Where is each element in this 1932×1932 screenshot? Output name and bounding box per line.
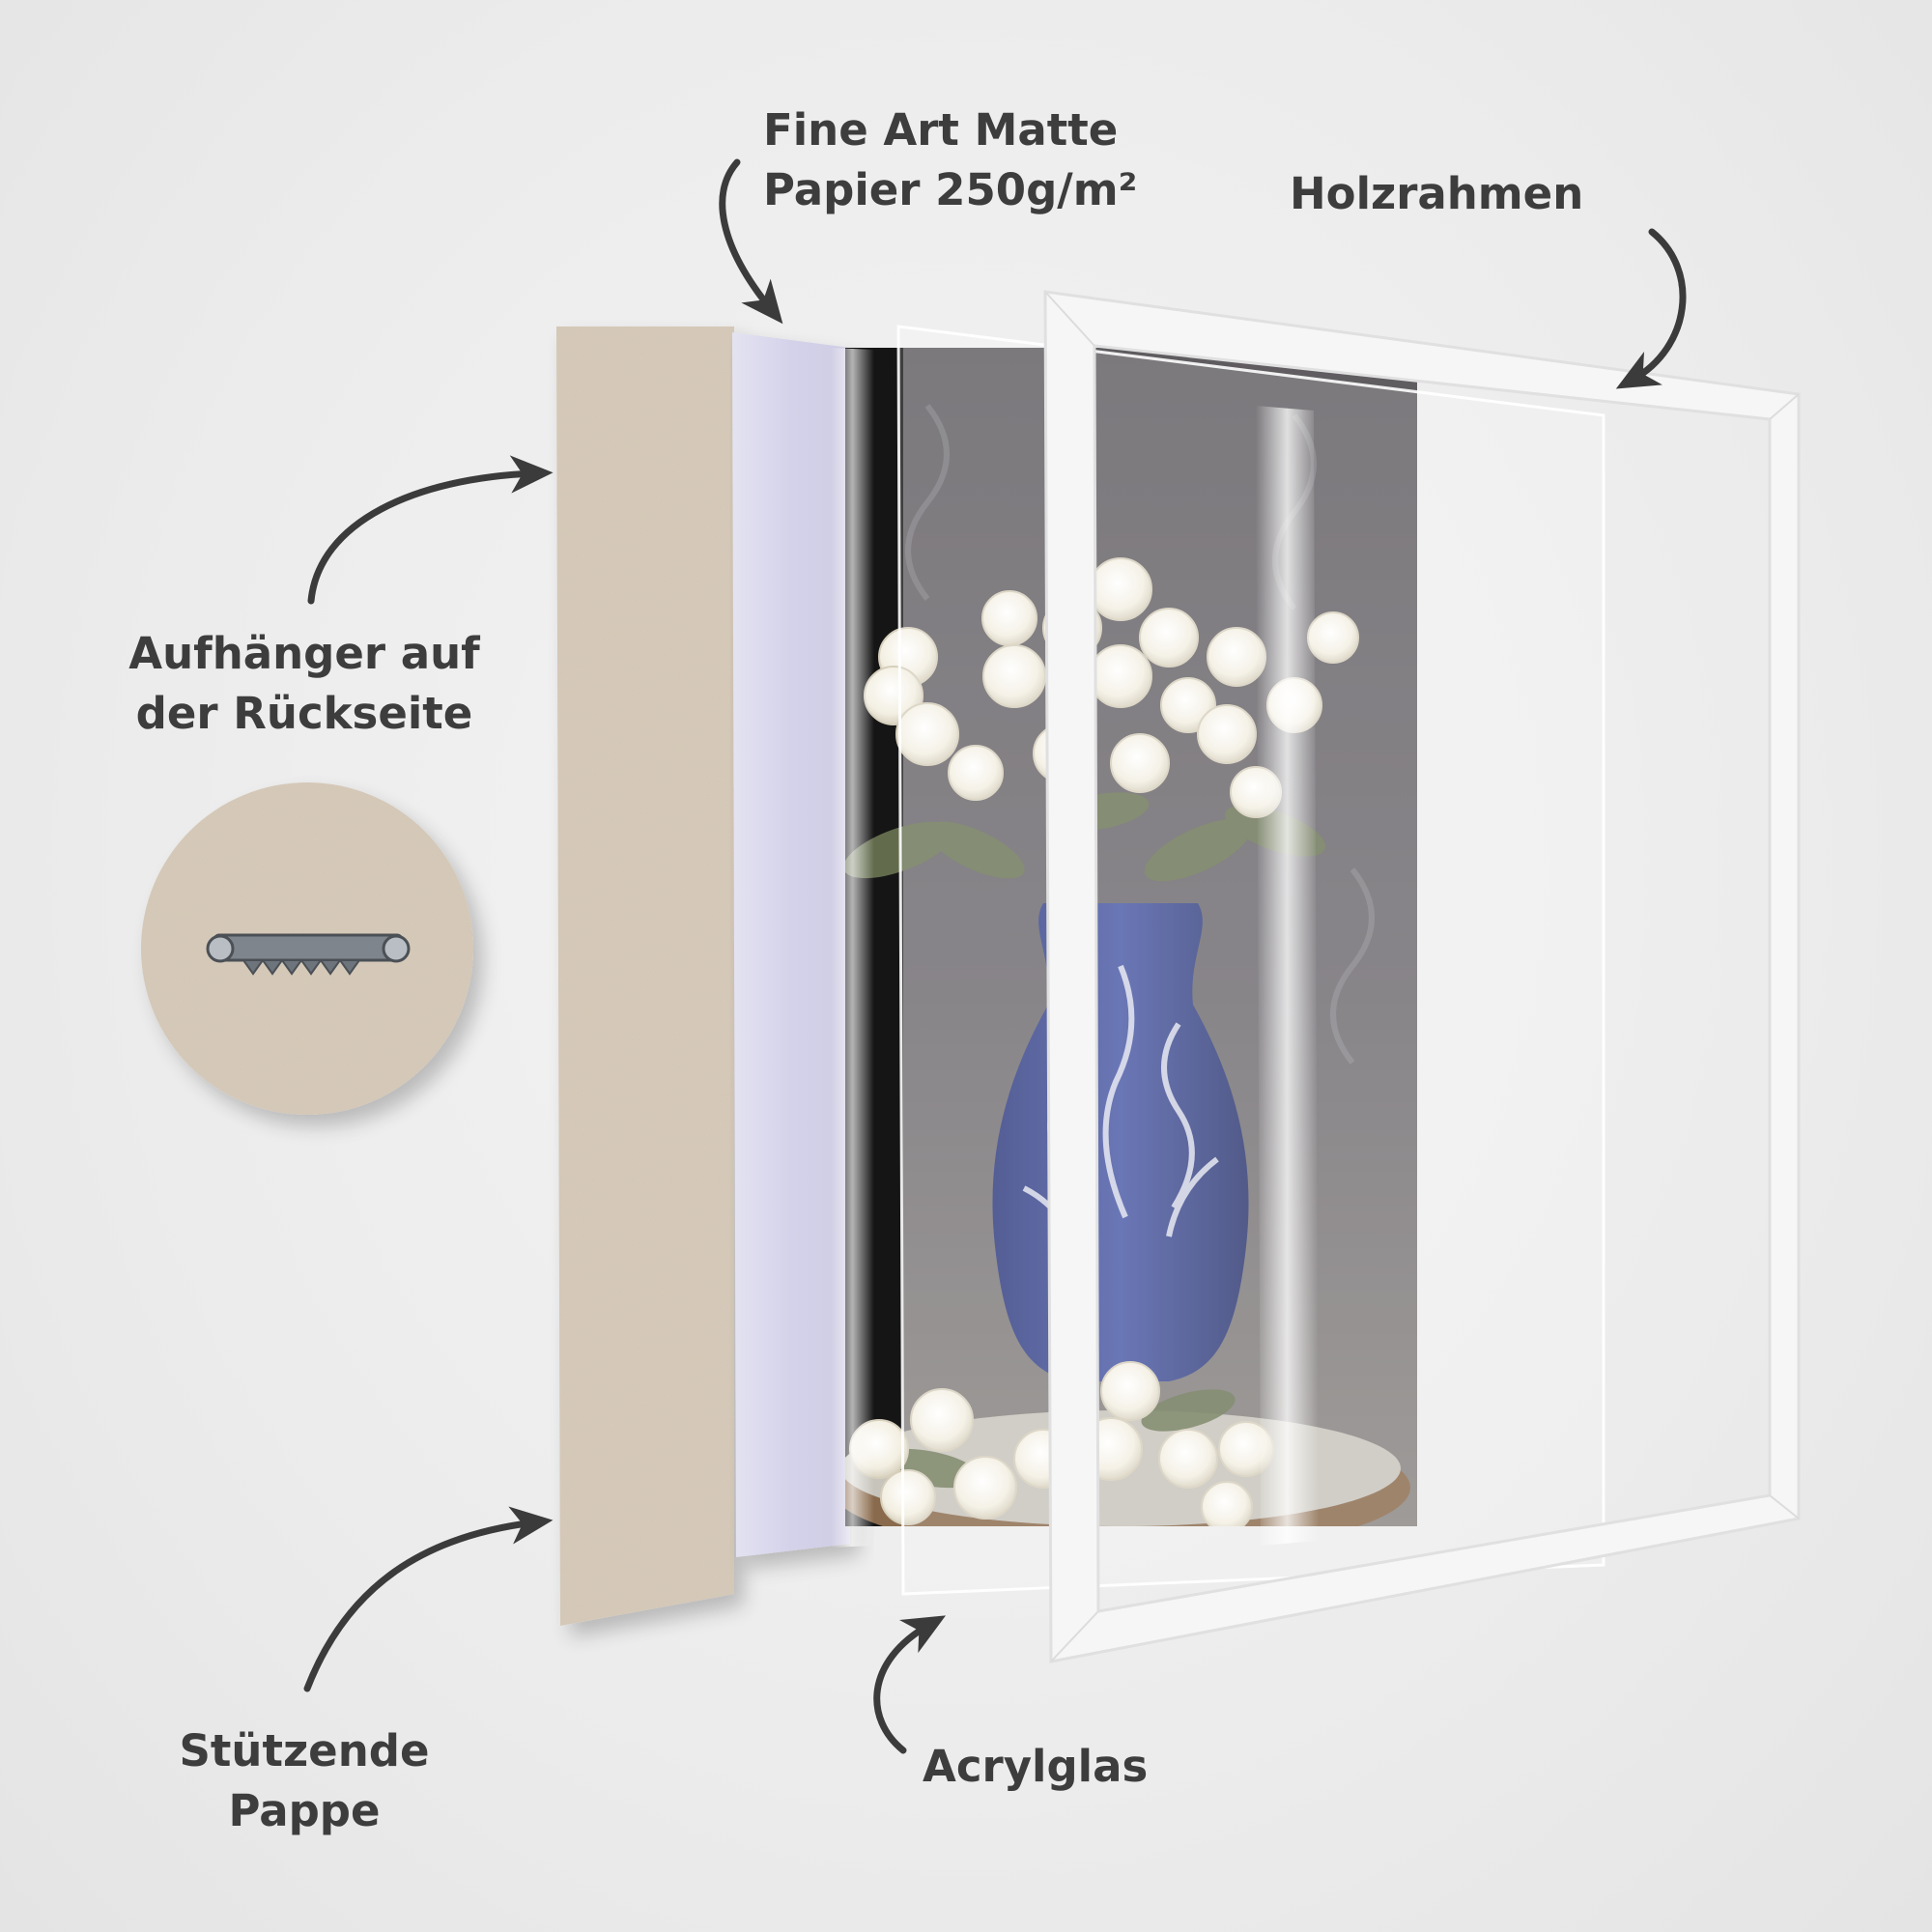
label-hanger: Aufhänger auf der Rückseite: [97, 624, 512, 744]
label-acrylic-glass-line1: Acrylglas: [923, 1741, 1149, 1792]
label-hanger-line1: Aufhänger auf: [128, 628, 480, 679]
curved-arrow-icon: [1615, 228, 1687, 389]
label-backing: Stützende Pappe: [135, 1721, 473, 1841]
label-wooden-frame: Holzrahmen: [1290, 164, 1583, 224]
label-backing-line1: Stützende: [179, 1725, 430, 1776]
sawtooth-hanger-icon: [206, 933, 411, 976]
backing-cardboard: [556, 327, 734, 1626]
curved-arrow-icon: [719, 158, 783, 325]
curved-arrow-icon: [873, 1615, 947, 1754]
label-acrylic-glass: Acrylglas: [923, 1737, 1148, 1797]
label-fine-art-paper-line1: Fine Art Matte: [763, 104, 1119, 156]
label-fine-art-paper: Fine Art Matte Papier 250g/m²: [763, 100, 1137, 220]
curved-arrow-icon: [303, 1506, 554, 1692]
label-wooden-frame-line1: Holzrahmen: [1290, 168, 1584, 219]
label-fine-art-paper-line2: Papier 250g/m²: [763, 164, 1138, 215]
label-backing-line2: Pappe: [228, 1785, 381, 1836]
acrylic-glass: [831, 325, 1605, 1596]
curved-arrow-icon: [307, 455, 554, 605]
label-hanger-line2: der Rückseite: [135, 688, 473, 739]
fine-art-paper: [732, 332, 850, 1557]
wooden-frame: [1043, 290, 1801, 1663]
